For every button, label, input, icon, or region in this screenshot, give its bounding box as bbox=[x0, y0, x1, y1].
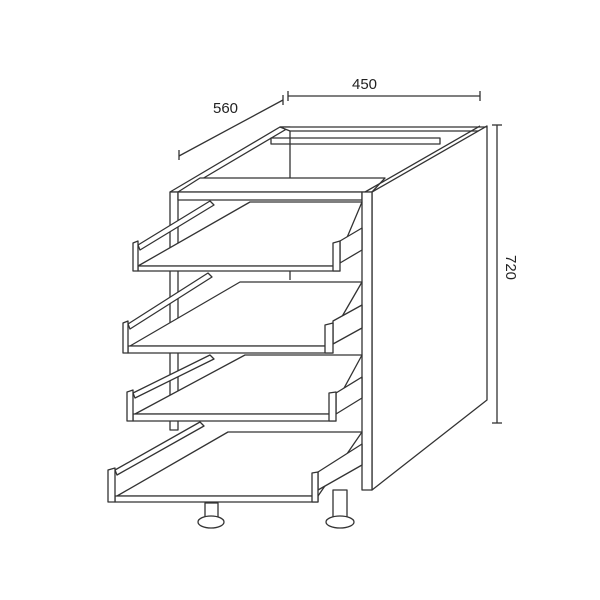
height-label: 720 bbox=[502, 255, 519, 280]
depth-label: 560 bbox=[213, 100, 238, 117]
leg-right bbox=[325, 489, 355, 529]
drawer-1 bbox=[132, 200, 363, 272]
height-dimension-line bbox=[492, 124, 502, 424]
drawer-2 bbox=[122, 272, 363, 354]
drawer-3 bbox=[126, 354, 363, 422]
width-dimension-line bbox=[287, 91, 481, 101]
cabinet-carcass bbox=[169, 125, 488, 491]
depth-dimension-line bbox=[178, 95, 284, 160]
width-label: 450 bbox=[352, 76, 377, 93]
leg-left bbox=[197, 502, 225, 529]
drawer-4 bbox=[107, 421, 363, 503]
